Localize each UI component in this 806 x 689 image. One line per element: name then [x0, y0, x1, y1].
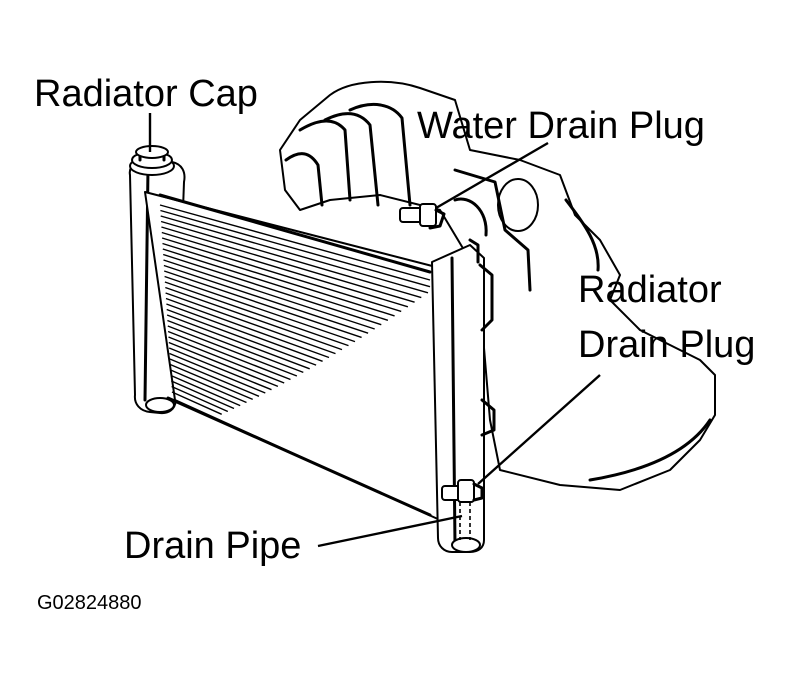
- radiator-fin: [160, 209, 431, 288]
- radiator-core: [144, 191, 441, 521]
- radiator-fin: [171, 391, 222, 415]
- radiator-fin: [161, 237, 402, 313]
- label-radiator-cap: Radiator Cap: [34, 73, 258, 115]
- radiator-fin: [160, 215, 429, 294]
- radiator-fin: [168, 347, 272, 391]
- water-drain-plug-leader: [435, 141, 549, 210]
- radiator-fin: [169, 363, 253, 401]
- radiator-fin: [161, 231, 409, 308]
- radiator-fin: [160, 220, 422, 299]
- radiator-fin: [169, 358, 260, 397]
- radiator-fin: [162, 248, 389, 321]
- engine-block: [279, 80, 716, 491]
- radiator-fin: [163, 270, 362, 339]
- radiator-drain-plug-leader: [477, 374, 601, 485]
- radiator-fin: [166, 303, 323, 362]
- drain-pipe-part: [459, 502, 471, 540]
- radiator-fin: [168, 341, 279, 388]
- radiator-fin: [163, 264, 369, 334]
- radiator-fin: [161, 226, 415, 303]
- radiator-fin: [167, 330, 291, 381]
- radiator-cap-part: [129, 145, 175, 176]
- radiator-fin: [171, 385, 229, 413]
- radiator-fin: [166, 308, 317, 366]
- label-drain-pipe: Drain Pipe: [124, 525, 301, 567]
- label-water-drain-plug: Water Drain Plug: [417, 105, 705, 147]
- radiator-fin: [171, 380, 235, 410]
- label-radiator-drain-plug-line1: Radiator: [578, 269, 722, 311]
- radiator-fin: [163, 259, 375, 330]
- radiator-fin: [170, 374, 241, 407]
- radiator-fin: [164, 275, 356, 343]
- water-drain-plug-part: [399, 203, 446, 230]
- radiator-fin: [164, 281, 349, 347]
- radiator-fin: [165, 297, 330, 359]
- radiator-fin: [169, 352, 266, 394]
- radiator-fin: [162, 253, 382, 326]
- radiator-fin: [167, 319, 304, 374]
- radiator-fins: [159, 204, 431, 415]
- radiator-fin: [165, 286, 343, 351]
- radiator-fin: [162, 242, 395, 317]
- figure-code: G02824880: [37, 592, 142, 614]
- radiator-fin: [167, 325, 298, 377]
- radiator-fin: [159, 204, 431, 281]
- radiator-drain-plug-part: [441, 479, 484, 503]
- label-radiator-drain-plug-line2: Drain Plug: [578, 324, 755, 366]
- radiator-fin: [168, 336, 285, 384]
- radiator-right-tank: [431, 238, 496, 553]
- radiator-fin: [165, 292, 336, 355]
- radiator-fin: [170, 369, 247, 404]
- radiator-fin: [166, 314, 310, 370]
- drain-pipe-leader: [317, 514, 463, 548]
